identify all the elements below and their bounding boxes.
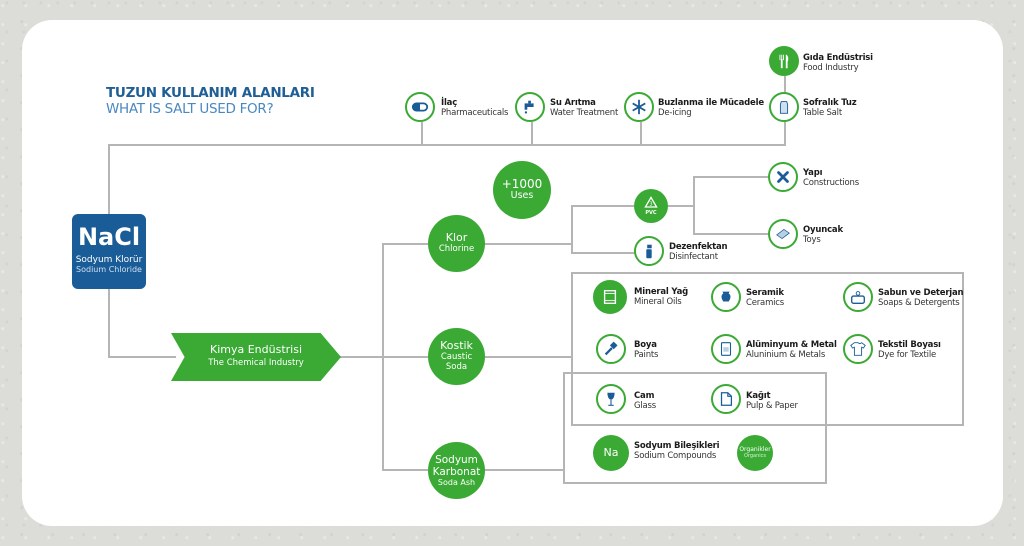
root-to-arrow-connector — [108, 356, 176, 358]
toy-brick-icon[interactable] — [768, 219, 798, 249]
uses-count-badge: +1000 Uses — [493, 161, 551, 219]
wine-glass-icon[interactable] — [596, 384, 626, 414]
sodium-symbol: Na — [603, 445, 619, 459]
deicing-connector — [640, 122, 642, 145]
svg-text:3: 3 — [649, 202, 652, 208]
tshirt-icon[interactable] — [843, 334, 873, 364]
fork-knife-icon[interactable] — [769, 46, 799, 76]
construction-connector — [693, 176, 769, 178]
pvc-recycle-node[interactable]: 3 PVC — [634, 189, 668, 223]
kostik-uses-box — [571, 272, 964, 426]
document-icon[interactable] — [711, 384, 741, 414]
karbonat-node[interactable]: Sodyum Karbonat Soda Ash — [428, 442, 485, 499]
oil-barrel-icon[interactable] — [593, 280, 627, 314]
uses-count-label: Uses — [510, 190, 534, 202]
toys-connector — [693, 233, 769, 235]
nacl-formula: NaCl — [77, 223, 141, 251]
klor-out-connector — [484, 243, 572, 245]
snowflake-icon[interactable] — [624, 92, 654, 122]
salt-shaker-icon[interactable] — [769, 92, 799, 122]
sodium-compounds-node[interactable]: Na — [593, 435, 629, 471]
top-connector — [108, 144, 786, 146]
pvc-connector — [571, 205, 635, 207]
faucet-icon[interactable] — [515, 92, 545, 122]
karbonat-out-connector — [484, 469, 564, 471]
organics-node[interactable]: Organikler Organics — [737, 435, 773, 471]
vase-icon[interactable] — [711, 282, 741, 312]
pvc-label: PVC — [645, 210, 657, 217]
title-en: WHAT IS SALT USED FOR? — [106, 101, 274, 117]
pvc-split — [693, 176, 695, 234]
branch-trunk — [382, 243, 384, 470]
uses-count-value: +1000 — [501, 176, 543, 191]
klor-split — [571, 205, 573, 253]
pharma-connector — [421, 122, 423, 145]
chemical-industry-arrow[interactable]: Kimya Endüstrisi The Chemical Industry — [171, 333, 341, 381]
nacl-name-tr: Sodyum Klorür — [75, 255, 143, 265]
pvc-out-connector — [666, 205, 694, 207]
pill-icon[interactable] — [405, 92, 435, 122]
karbonat-uses-box — [563, 372, 827, 484]
chemical-industry-tr: Kimya Endüstrisi — [209, 343, 303, 356]
nacl-name-en: Sodium Chloride — [76, 265, 142, 274]
root-down-connector — [108, 289, 110, 357]
chemical-industry-en: The Chemical Industry — [208, 358, 304, 368]
klor-connector — [382, 243, 428, 245]
recycle-icon: 3 — [644, 196, 658, 208]
title-tr: TUZUN KULLANIM ALANLARI — [106, 85, 315, 101]
paintbrush-icon[interactable] — [596, 334, 626, 364]
tools-icon[interactable] — [768, 162, 798, 192]
klor-node[interactable]: Klor Chlorine — [428, 215, 485, 272]
disinfectant-connector — [571, 252, 635, 254]
spray-bottle-icon[interactable] — [634, 236, 664, 266]
nacl-root-node[interactable]: NaCl Sodyum Klorür Sodium Chloride — [72, 214, 146, 289]
karbonat-connector — [382, 469, 428, 471]
soap-icon[interactable] — [843, 282, 873, 312]
metal-can-icon[interactable] — [711, 334, 741, 364]
kostik-node[interactable]: Kostik Caustic Soda — [428, 328, 485, 385]
water-connector — [531, 122, 533, 145]
kostik-out-connector — [484, 356, 572, 358]
root-up-connector — [108, 144, 110, 214]
